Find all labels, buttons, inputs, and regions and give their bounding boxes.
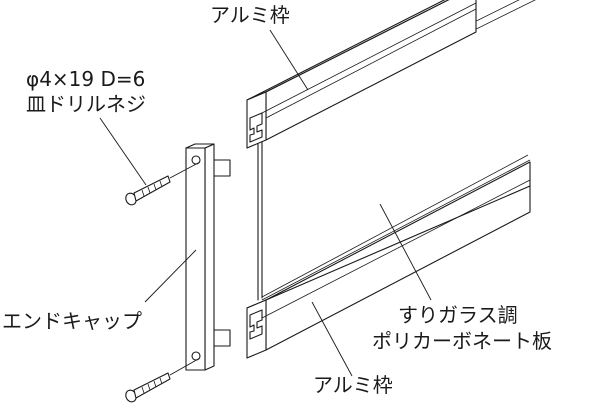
- label-panel-line2: ポリカーボネート板: [372, 329, 552, 353]
- label-panel-line1: すりガラス調: [398, 303, 518, 327]
- label-aluminum-frame-bottom: アルミ枠: [313, 373, 393, 397]
- end-cap: [185, 143, 231, 371]
- aluminum-frame-bottom: [246, 161, 531, 359]
- label-screw-type: 皿ドリルネジ: [26, 92, 146, 116]
- leader-lines: [99, 29, 432, 377]
- label-aluminum-frame-top: アルミ枠: [210, 3, 290, 27]
- label-end-cap: エンドキャップ: [2, 309, 142, 333]
- aluminum-frame-top: [246, 0, 477, 149]
- screw-bottom: [125, 372, 171, 403]
- label-screw-spec: φ4×19 D=6: [26, 67, 145, 91]
- screw-top: [125, 175, 171, 206]
